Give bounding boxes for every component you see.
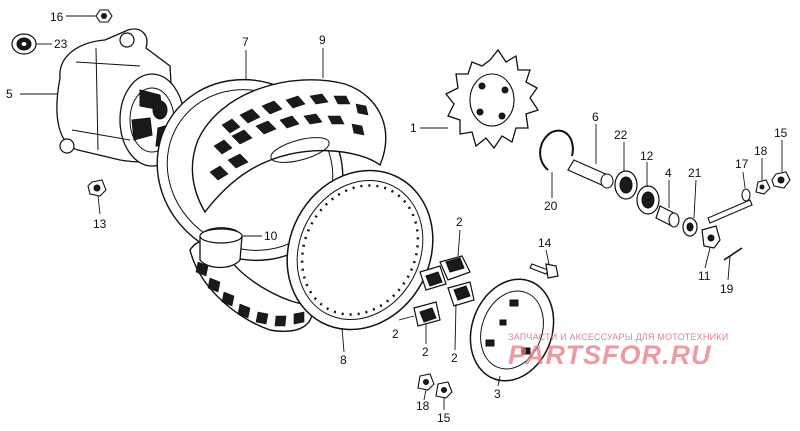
callout-2-right: 2 xyxy=(451,351,458,365)
callout-15-bottom: 15 xyxy=(437,411,451,425)
callout-4: 4 xyxy=(665,166,672,180)
bolt-14 xyxy=(529,263,559,279)
nut-13 xyxy=(87,179,107,197)
callout-8: 8 xyxy=(340,353,347,367)
brake-drum-3 xyxy=(469,278,555,382)
callout-12: 12 xyxy=(640,149,654,163)
callout-7: 7 xyxy=(242,35,249,49)
nut-15-right xyxy=(771,171,791,189)
callout-13: 13 xyxy=(93,217,107,231)
bearing-23 xyxy=(11,33,37,55)
callout-23: 23 xyxy=(54,37,68,51)
nut-18-bottom xyxy=(417,373,435,391)
washer-21 xyxy=(682,217,698,237)
spacer-4 xyxy=(655,205,680,228)
rim-8 xyxy=(286,169,434,331)
inner-tube-10 xyxy=(199,227,243,269)
callout-1: 1 xyxy=(410,121,417,135)
callout-11: 11 xyxy=(698,269,711,283)
callout-18-bottom: 18 xyxy=(416,399,430,413)
callout-5: 5 xyxy=(6,87,13,101)
axle-11 xyxy=(701,199,753,249)
callout-15-right: 15 xyxy=(774,126,788,140)
cotter-19 xyxy=(723,247,743,261)
callout-2-bottom: 2 xyxy=(422,345,429,359)
callout-17: 17 xyxy=(735,157,749,171)
washer-17 xyxy=(741,188,751,202)
collar-6 xyxy=(567,159,614,189)
callout-14: 14 xyxy=(538,236,552,250)
sprocket-1 xyxy=(444,48,540,150)
callout-labels: 16 23 5 7 9 13 10 1 20 6 22 12 4 21 17 1… xyxy=(6,10,788,425)
circlip-20 xyxy=(539,129,574,171)
leader-lines xyxy=(20,15,783,410)
bearing-22 xyxy=(614,170,638,200)
callout-3: 3 xyxy=(494,387,501,401)
callout-18-right: 18 xyxy=(754,144,768,158)
callout-10: 10 xyxy=(264,229,278,243)
callout-2-left: 2 xyxy=(392,327,399,341)
bearing-12 xyxy=(636,185,660,215)
callout-20: 20 xyxy=(544,199,558,213)
tire-9 xyxy=(191,79,387,214)
callout-16: 16 xyxy=(50,10,64,24)
nut-18-right xyxy=(755,179,771,195)
callout-22: 22 xyxy=(614,128,628,142)
damper-rubbers-2 xyxy=(413,255,475,327)
nut-16 xyxy=(95,9,113,23)
callout-9: 9 xyxy=(319,33,326,47)
callout-2-top: 2 xyxy=(456,215,463,229)
nut-15-bottom xyxy=(435,381,453,399)
callout-6: 6 xyxy=(592,110,599,124)
callout-19: 19 xyxy=(720,282,734,296)
callout-21: 21 xyxy=(688,166,702,180)
